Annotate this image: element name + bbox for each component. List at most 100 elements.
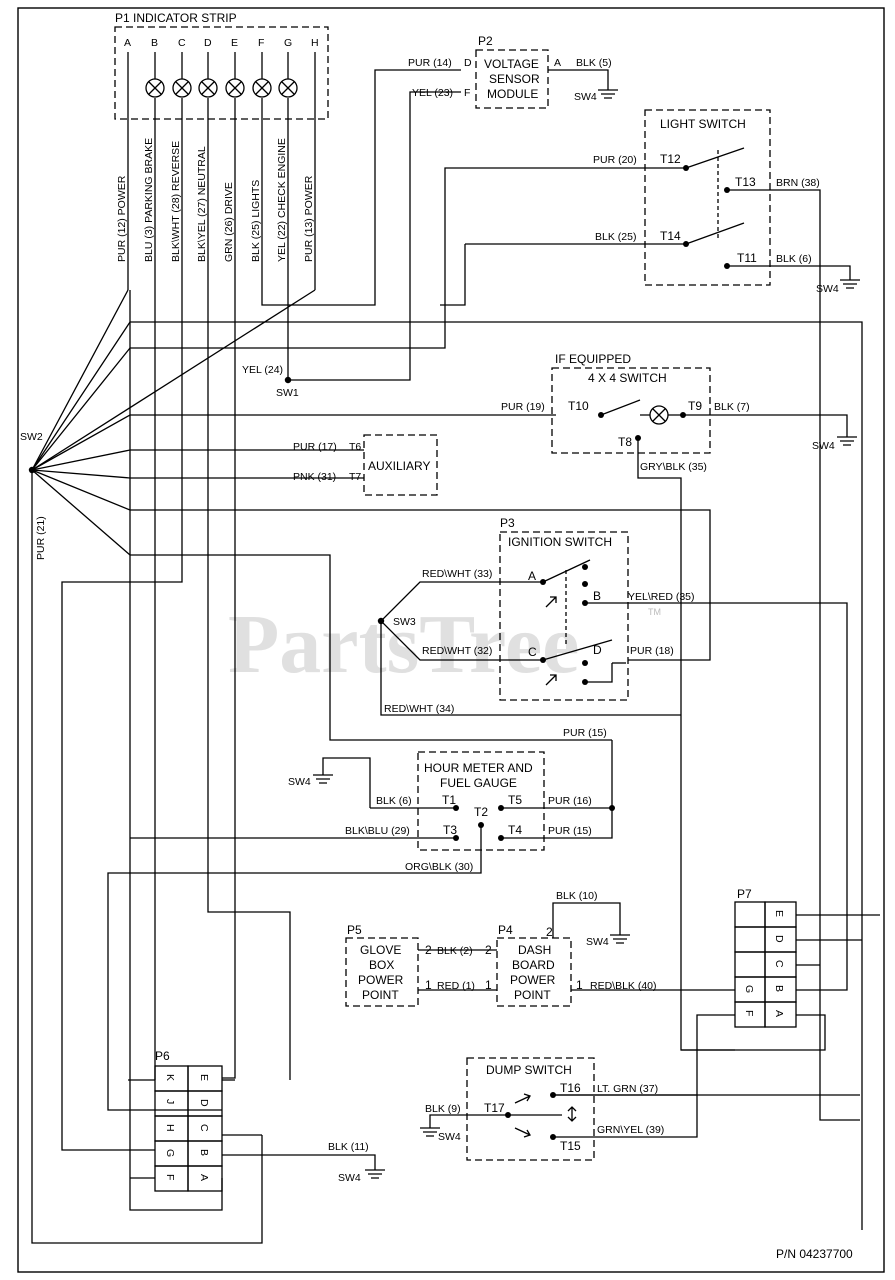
sw1-label: SW1	[276, 387, 299, 399]
p4-wire-40: RED\BLK (40)	[590, 980, 657, 992]
p1-title: P1 INDICATOR STRIP	[115, 11, 237, 25]
trademark: TM	[648, 607, 661, 617]
wire-t6: PUR (17)	[293, 441, 337, 453]
p5-line1: GLOVE	[360, 943, 401, 957]
p6-pin-a: A	[198, 1174, 210, 1181]
t1: T1	[442, 793, 456, 807]
p2-box	[475, 49, 549, 109]
t15: T15	[560, 1139, 581, 1153]
hour-meter-line1: HOUR METER AND	[424, 761, 533, 775]
p6-pin-j: J	[164, 1099, 176, 1104]
p1-pin-a: A	[124, 37, 131, 49]
4x4-title: 4 X 4 SWITCH	[588, 371, 667, 385]
t14: T14	[660, 229, 681, 243]
part-number: P/N 04237700	[776, 1247, 853, 1261]
t11: T11	[737, 251, 757, 265]
p4-ground: SW4	[586, 936, 609, 948]
p7-pin-b: B	[773, 985, 785, 992]
p6-pin-g: G	[164, 1149, 176, 1157]
wire-t11: BLK (6)	[776, 253, 812, 265]
p6-pin-e: E	[198, 1074, 210, 1081]
p1-wire-label: GRN (26) DRIVE	[223, 182, 235, 262]
toggle-arrow-icon	[514, 1093, 577, 1138]
dump-title: DUMP SWITCH	[486, 1063, 572, 1077]
auxiliary: AUXILIARY T6 T7 PUR (17) PNK (31)	[293, 434, 438, 496]
wire-t2: ORG\BLK (30)	[405, 861, 473, 873]
wire-a: RED\WHT (33)	[422, 568, 492, 580]
p4-pin1-right: 1	[576, 978, 583, 992]
t2: T2	[474, 805, 488, 819]
p1-pin-h: H	[311, 37, 319, 49]
sw2-label: SW2	[20, 431, 43, 443]
p2-ground: SW4	[574, 91, 597, 103]
p4-wire-1: RED (1)	[437, 980, 475, 992]
p2-pin-f: F	[464, 87, 470, 99]
p2-line2: SENSOR	[489, 72, 540, 86]
t6: T6	[349, 441, 361, 453]
sw3-label: SW3	[393, 616, 416, 628]
yel24-label: YEL (24)	[242, 364, 283, 376]
p4-wire-10: BLK (10)	[556, 890, 597, 902]
wire-t15: GRN\YEL (39)	[597, 1124, 664, 1136]
p4-ref: P4	[498, 923, 513, 937]
p7-pin-a: A	[773, 1010, 785, 1017]
p4-dash-board-power-point: P4 DASH BOARD POWER POINT 2 1 2 1 SW4 BL…	[418, 890, 735, 1007]
four-by-four-switch: IF EQUIPPED 4 X 4 SWITCH T10 T9 T8 SW4 P…	[501, 352, 857, 1051]
wire-c: RED\WHT (32)	[422, 645, 492, 657]
p6-pin-h: H	[164, 1124, 176, 1132]
dump-box	[466, 1057, 595, 1161]
p4-pin1-left: 1	[485, 978, 492, 992]
p6-pin-d: D	[198, 1099, 210, 1107]
ignition-box	[499, 531, 629, 701]
p1-wire-label: PUR (12) POWER	[116, 175, 128, 262]
wire-t14: BLK (25)	[595, 231, 636, 243]
ign-c: C	[528, 645, 537, 659]
t13: T13	[735, 175, 756, 189]
4x4-equipped: IF EQUIPPED	[555, 352, 631, 366]
p6-pin-c: C	[198, 1124, 210, 1132]
indicator-lamp-icon	[252, 52, 272, 98]
p4-box	[496, 937, 572, 1007]
page-frame	[17, 7, 885, 1273]
dump-switch: DUMP SWITCH T16 T17 T15 SW4 LT. GRN (37)…	[420, 1057, 860, 1161]
p5-line2: BOX	[369, 958, 394, 972]
wire-34: RED\WHT (34)	[384, 703, 454, 715]
p5-pin1: 1	[425, 978, 432, 992]
p7-pin-g: G	[743, 985, 755, 993]
p6-pin-b: B	[198, 1149, 210, 1156]
p4-wire-2: BLK (2)	[437, 945, 473, 957]
p4-line3: POWER	[510, 973, 556, 987]
p1-wire-label: BLK\YEL (27) NEUTRAL	[196, 146, 208, 262]
wire-t8: GRY\BLK (35)	[640, 461, 707, 473]
p4-line1: DASH	[518, 943, 551, 957]
p4-line4: POINT	[514, 988, 551, 1002]
ignition-title: IGNITION SWITCH	[508, 535, 612, 549]
key-arrow-icon	[545, 596, 557, 686]
t17: T17	[484, 1101, 505, 1115]
wire-t16: LT. GRN (37)	[597, 1083, 658, 1095]
hour-meter-line2: FUEL GAUGE	[440, 776, 517, 790]
indicator-lamp-icon	[649, 405, 669, 425]
p2-line3: MODULE	[487, 87, 538, 101]
wire-t12: PUR (20)	[593, 154, 637, 166]
p6-ref: P6	[155, 1049, 170, 1063]
p2-wire-d: PUR (14)	[408, 57, 452, 69]
4x4-ground: SW4	[812, 440, 835, 452]
p6-pin-k: K	[164, 1074, 176, 1081]
t9: T9	[688, 399, 702, 413]
p5-line4: POINT	[362, 988, 399, 1002]
p2-wire-a: BLK (5)	[576, 57, 612, 69]
p1-pin-e: E	[231, 37, 238, 49]
wire-b: YEL\RED (35)	[628, 591, 695, 603]
p2-line1: VOLTAGE	[484, 57, 539, 71]
t5: T5	[508, 793, 522, 807]
p1-pin-d: D	[204, 37, 212, 49]
p4-line2: BOARD	[512, 958, 555, 972]
p3-ref: P3	[500, 516, 515, 530]
t3: T3	[443, 823, 457, 837]
ign-d: D	[593, 643, 602, 657]
auxiliary-box	[363, 434, 438, 496]
ground-icon	[598, 89, 618, 99]
